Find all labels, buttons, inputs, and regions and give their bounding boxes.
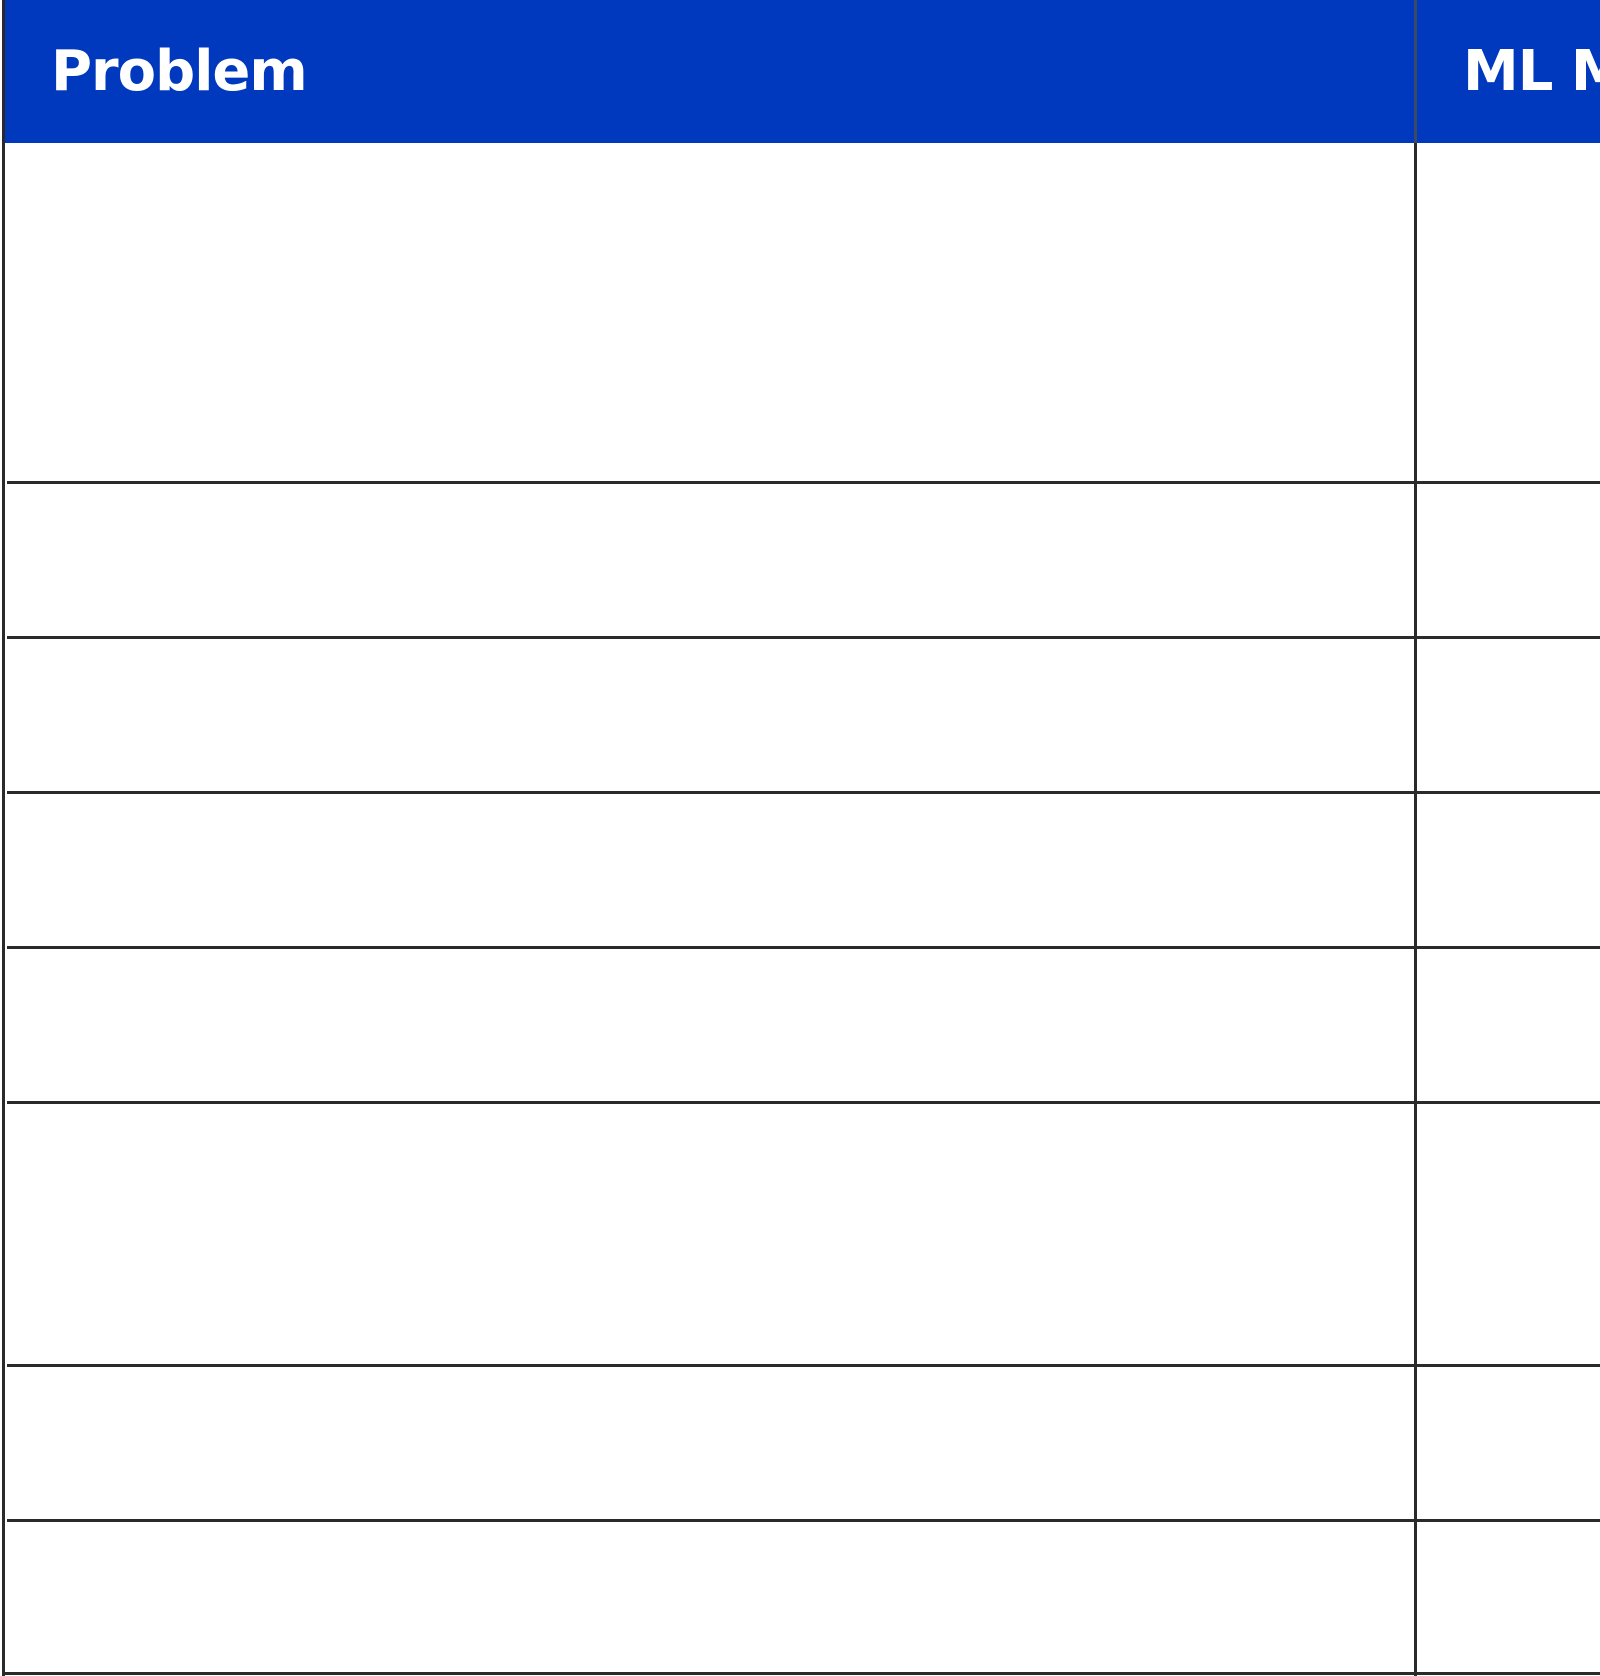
- table-cell: [5, 1104, 1414, 1364]
- table-cell: [1417, 1104, 1600, 1364]
- table-cell: [5, 484, 1414, 636]
- table-cell: [1417, 143, 1600, 481]
- header-column-divider: [1414, 0, 1417, 143]
- table-bottom-border: [2, 1672, 1600, 1675]
- table-cell: [1417, 1367, 1600, 1519]
- column-header-problem: Problem: [51, 39, 308, 104]
- row-divider: [7, 1364, 1600, 1367]
- table-cell: [5, 639, 1414, 791]
- table-row: [5, 1104, 1600, 1364]
- table-row: [5, 949, 1600, 1101]
- row-divider: [7, 946, 1600, 949]
- table-row: [5, 1522, 1600, 1672]
- table-cell: [5, 949, 1414, 1101]
- row-divider: [7, 1101, 1600, 1104]
- column-header-ml-m: ML M: [1463, 39, 1600, 104]
- table-header: [4, 0, 1600, 143]
- table-cell: [5, 143, 1414, 481]
- row-divider: [7, 481, 1600, 484]
- table-row: [5, 143, 1600, 481]
- row-divider: [7, 636, 1600, 639]
- table-cell: [1417, 949, 1600, 1101]
- table-left-border: [2, 0, 5, 1676]
- table-cell: [1417, 794, 1600, 946]
- table-cell: [1417, 639, 1600, 791]
- table-row: [5, 1367, 1600, 1519]
- table-row: [5, 639, 1600, 791]
- table-row: [5, 794, 1600, 946]
- row-divider: [7, 1519, 1600, 1522]
- row-divider: [7, 791, 1600, 794]
- table-row: [5, 484, 1600, 636]
- table-cell: [1417, 484, 1600, 636]
- column-divider: [1414, 143, 1417, 1676]
- table-cell: [1417, 1522, 1600, 1672]
- table-cell: [5, 794, 1414, 946]
- table-cell: [5, 1367, 1414, 1519]
- table-cell: [5, 1522, 1414, 1672]
